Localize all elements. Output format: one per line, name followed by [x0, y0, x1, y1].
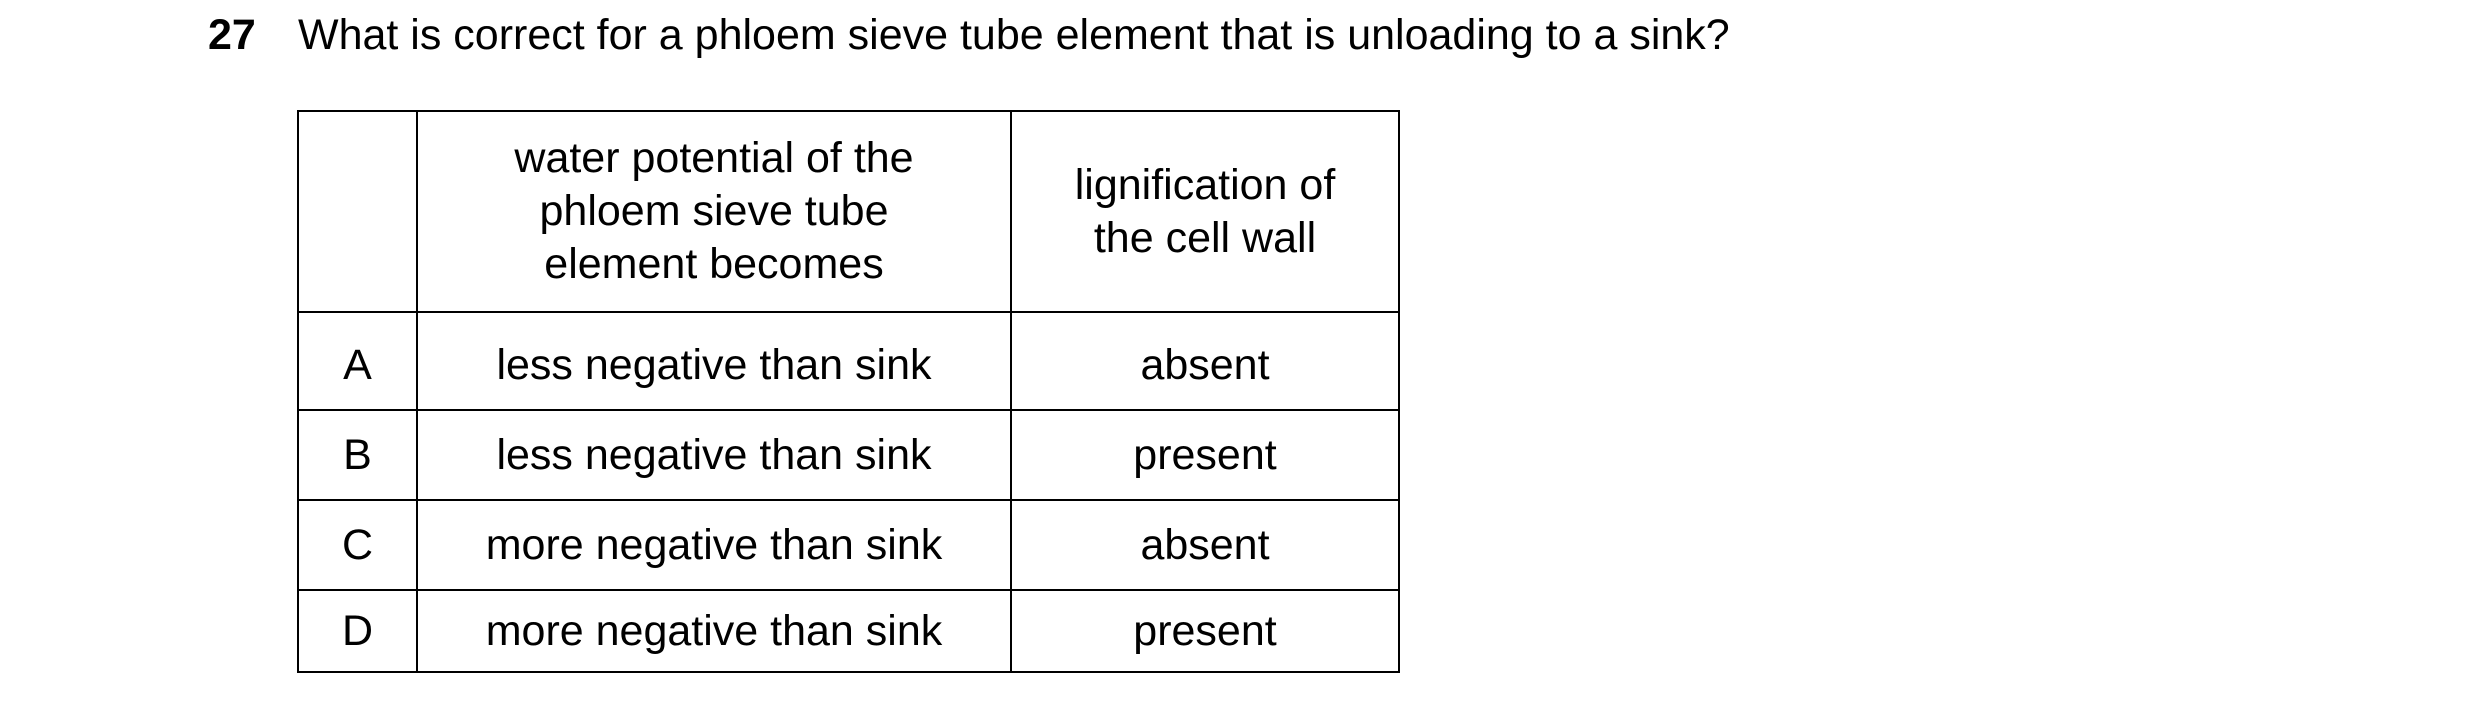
- question-text: What is correct for a phloem sieve tube …: [298, 11, 1730, 59]
- question-line: 27 What is correct for a phloem sieve tu…: [208, 6, 1730, 64]
- header-lignification-label: lignification of the cell wall: [1074, 160, 1336, 262]
- option-letter: B: [297, 409, 418, 501]
- table-row: A less negative than sink absent: [297, 311, 1400, 411]
- water-potential-cell: more negative than sink: [416, 589, 1012, 673]
- option-letter: C: [297, 499, 418, 591]
- water-potential-cell: less negative than sink: [416, 409, 1012, 501]
- lignification-cell: present: [1010, 409, 1400, 501]
- table-row: C more negative than sink absent: [297, 499, 1400, 591]
- lignification-cell: absent: [1010, 499, 1400, 591]
- header-lignification: lignification of the cell wall: [1010, 110, 1400, 313]
- option-letter: A: [297, 311, 418, 411]
- answer-table: water potential of the phloem sieve tube…: [297, 110, 1400, 673]
- table-header-row: water potential of the phloem sieve tube…: [297, 110, 1400, 313]
- lignification-cell: present: [1010, 589, 1400, 673]
- water-potential-cell: less negative than sink: [416, 311, 1012, 411]
- header-water-potential: water potential of the phloem sieve tube…: [416, 110, 1012, 313]
- water-potential-cell: more negative than sink: [416, 499, 1012, 591]
- table-row: B less negative than sink present: [297, 409, 1400, 501]
- option-letter: D: [297, 589, 418, 673]
- table-row: D more negative than sink present: [297, 589, 1400, 673]
- header-water-potential-label: water potential of the phloem sieve tube…: [514, 134, 914, 288]
- question-number: 27: [208, 11, 256, 59]
- header-letter: [297, 110, 418, 313]
- lignification-cell: absent: [1010, 311, 1400, 411]
